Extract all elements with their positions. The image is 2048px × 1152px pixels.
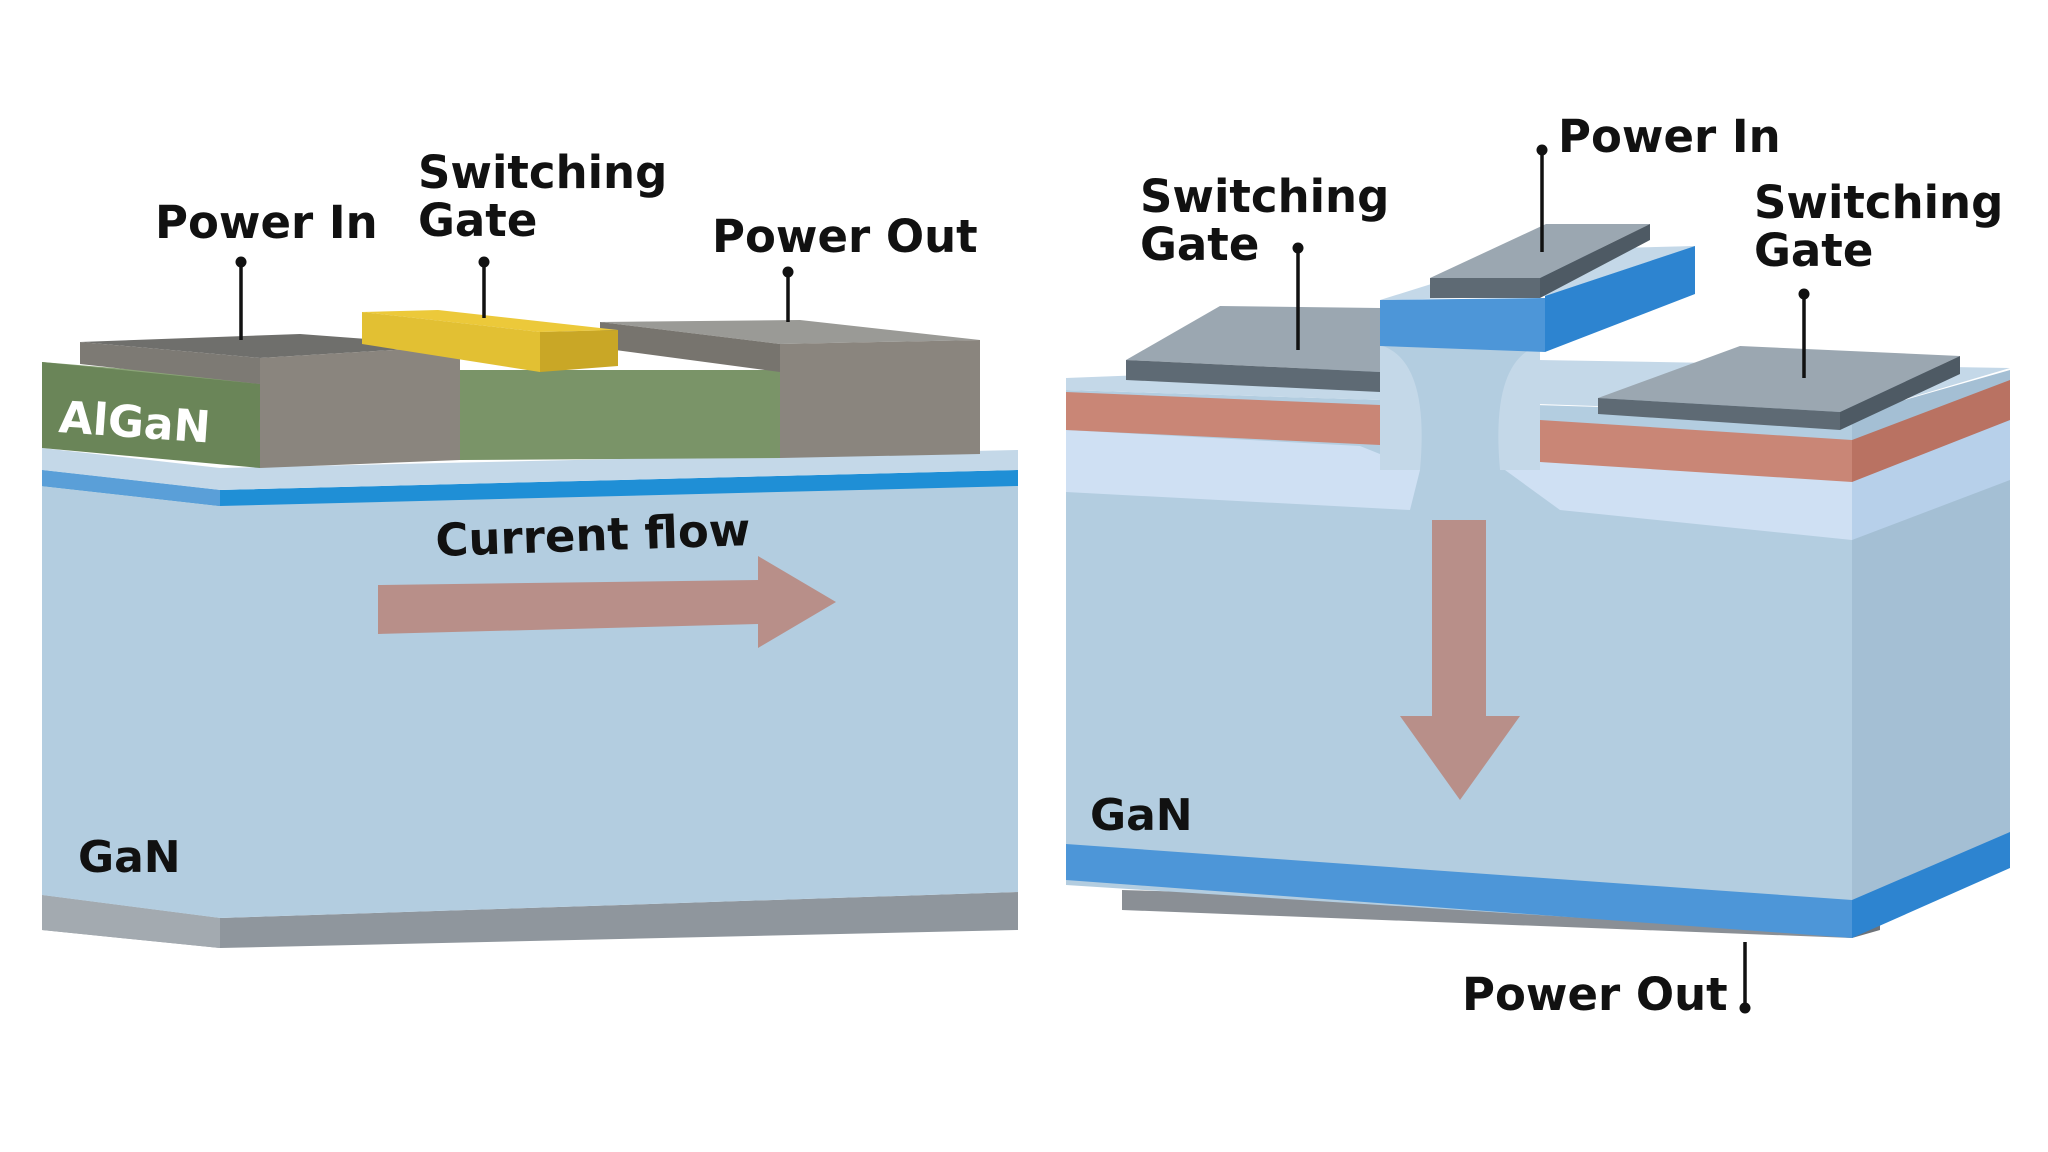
vertical-transistor: Power In Switching Gate Switching Gate G…: [1066, 110, 2010, 1021]
right-bottom-electrode: [1122, 890, 1852, 938]
algan-barrier-side: [42, 362, 260, 468]
current-flow-arrow: [378, 556, 836, 648]
algan-barrier-front: [460, 370, 780, 460]
lateral-transistor: Power In Switching Gate Power Out AlGaN …: [42, 146, 1018, 948]
vertical-current-arrow: [1400, 520, 1520, 800]
left-channel-layer: [42, 470, 1018, 506]
current-flow-label: Current flow: [435, 503, 752, 567]
right-power-in-label: Power In: [1558, 110, 1781, 163]
left-gate-label-line1: Switching: [418, 146, 667, 199]
right-gate-left-electrode: [1126, 306, 1380, 372]
right-top-blue-mesa-front: [1380, 298, 1545, 352]
left-gate-label-line2: Gate: [418, 194, 537, 247]
left-power-in-contact: [260, 346, 460, 468]
right-gate-right-label-line2: Gate: [1754, 224, 1873, 277]
left-base-layer: [42, 892, 1018, 948]
right-drift-region-left: [1066, 430, 1420, 510]
right-power-in-electrode: [1430, 224, 1650, 278]
right-power-out-label: Power Out: [1462, 968, 1728, 1021]
right-gan-label: GaN: [1090, 790, 1193, 841]
right-gate-left-label-line2: Gate: [1140, 218, 1259, 271]
algan-label: AlGaN: [57, 392, 212, 453]
left-gan-label: GaN: [78, 832, 181, 883]
right-p-layer-right: [1540, 420, 1852, 482]
right-gate-right-label-line1: Switching: [1754, 176, 2003, 229]
left-switching-gate: [362, 310, 618, 332]
left-power-out-label: Power Out: [712, 210, 978, 263]
left-power-out-contact: [780, 340, 980, 458]
right-p-layer-left: [1066, 392, 1380, 445]
left-power-in-label: Power In: [155, 196, 378, 249]
right-bottom-blue-layer: [1066, 844, 1852, 938]
right-gate-left-label-line1: Switching: [1140, 170, 1389, 223]
right-gate-right-electrode: [1598, 346, 1960, 412]
